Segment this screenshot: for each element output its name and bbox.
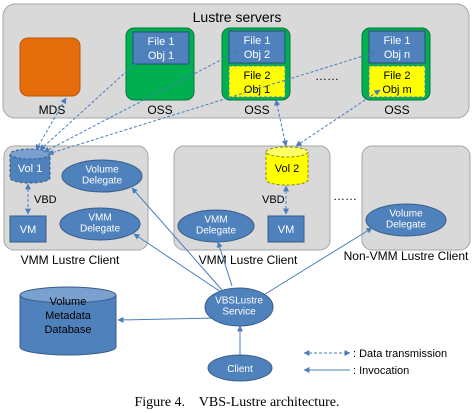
vm1-box	[9, 215, 47, 243]
vm2-box	[267, 215, 305, 243]
volume-metadata-database	[19, 286, 117, 356]
vol1-volume	[9, 148, 51, 184]
mds-box	[19, 37, 81, 97]
oss1-obj-label: Obj 1	[148, 50, 174, 62]
client-ellipsis: ……	[333, 189, 357, 203]
volume-delegate2	[365, 203, 447, 237]
vbd1-label: VBD	[34, 194, 57, 206]
oss3-objn-label: Obj n	[384, 49, 410, 61]
client-node	[207, 354, 273, 382]
oss1-file-label: File 1	[148, 36, 175, 48]
oss3-label: OSS	[384, 103, 409, 117]
data-transmission-arrows	[35, 49, 381, 156]
oss3-object-file1	[368, 30, 426, 64]
vmm-delegate1	[59, 207, 141, 241]
vbd2-label: VBD	[262, 194, 285, 206]
oss2-label: OSS	[244, 103, 269, 117]
vbslustre-service	[204, 287, 274, 327]
vmm-delegate2	[177, 209, 255, 243]
vol2-label: Vol 2	[275, 163, 299, 175]
vol1-label: Vol 1	[18, 163, 42, 175]
vm2-label: VM	[278, 224, 295, 236]
client-label: Client	[227, 364, 253, 375]
invocation-arrows	[117, 187, 373, 356]
oss2-file1-label: File 1	[244, 35, 271, 47]
vmm-client2-label: VMM Lustre Client	[199, 253, 298, 267]
nonvmm-client-label: Non-VMM Lustre Client	[344, 249, 469, 263]
legend-invocation-label: : Invocation	[353, 365, 409, 377]
oss3-file2-label: File 2	[384, 70, 411, 82]
volume-delegate1	[61, 159, 143, 193]
legend-data-transmission-label: : Data transmission	[353, 348, 447, 360]
lustre-servers-title: Lustre servers	[193, 9, 282, 25]
oss-ellipsis: ……	[315, 69, 339, 83]
oss2-obj1-label: Obj 1	[244, 84, 270, 96]
oss2-obj2-label: Obj 2	[244, 49, 270, 61]
vm1-label: VM	[20, 224, 37, 236]
oss1-label: OSS	[147, 103, 172, 117]
oss3-file1-label: File 1	[384, 35, 411, 47]
figure-caption: Figure 4. VBS-Lustre architecture.	[134, 395, 339, 410]
oss3-objm-label: Obj m	[382, 84, 411, 96]
oss2-file2-label: File 2	[244, 70, 271, 82]
vmm-client1-label: VMM Lustre Client	[21, 253, 120, 267]
